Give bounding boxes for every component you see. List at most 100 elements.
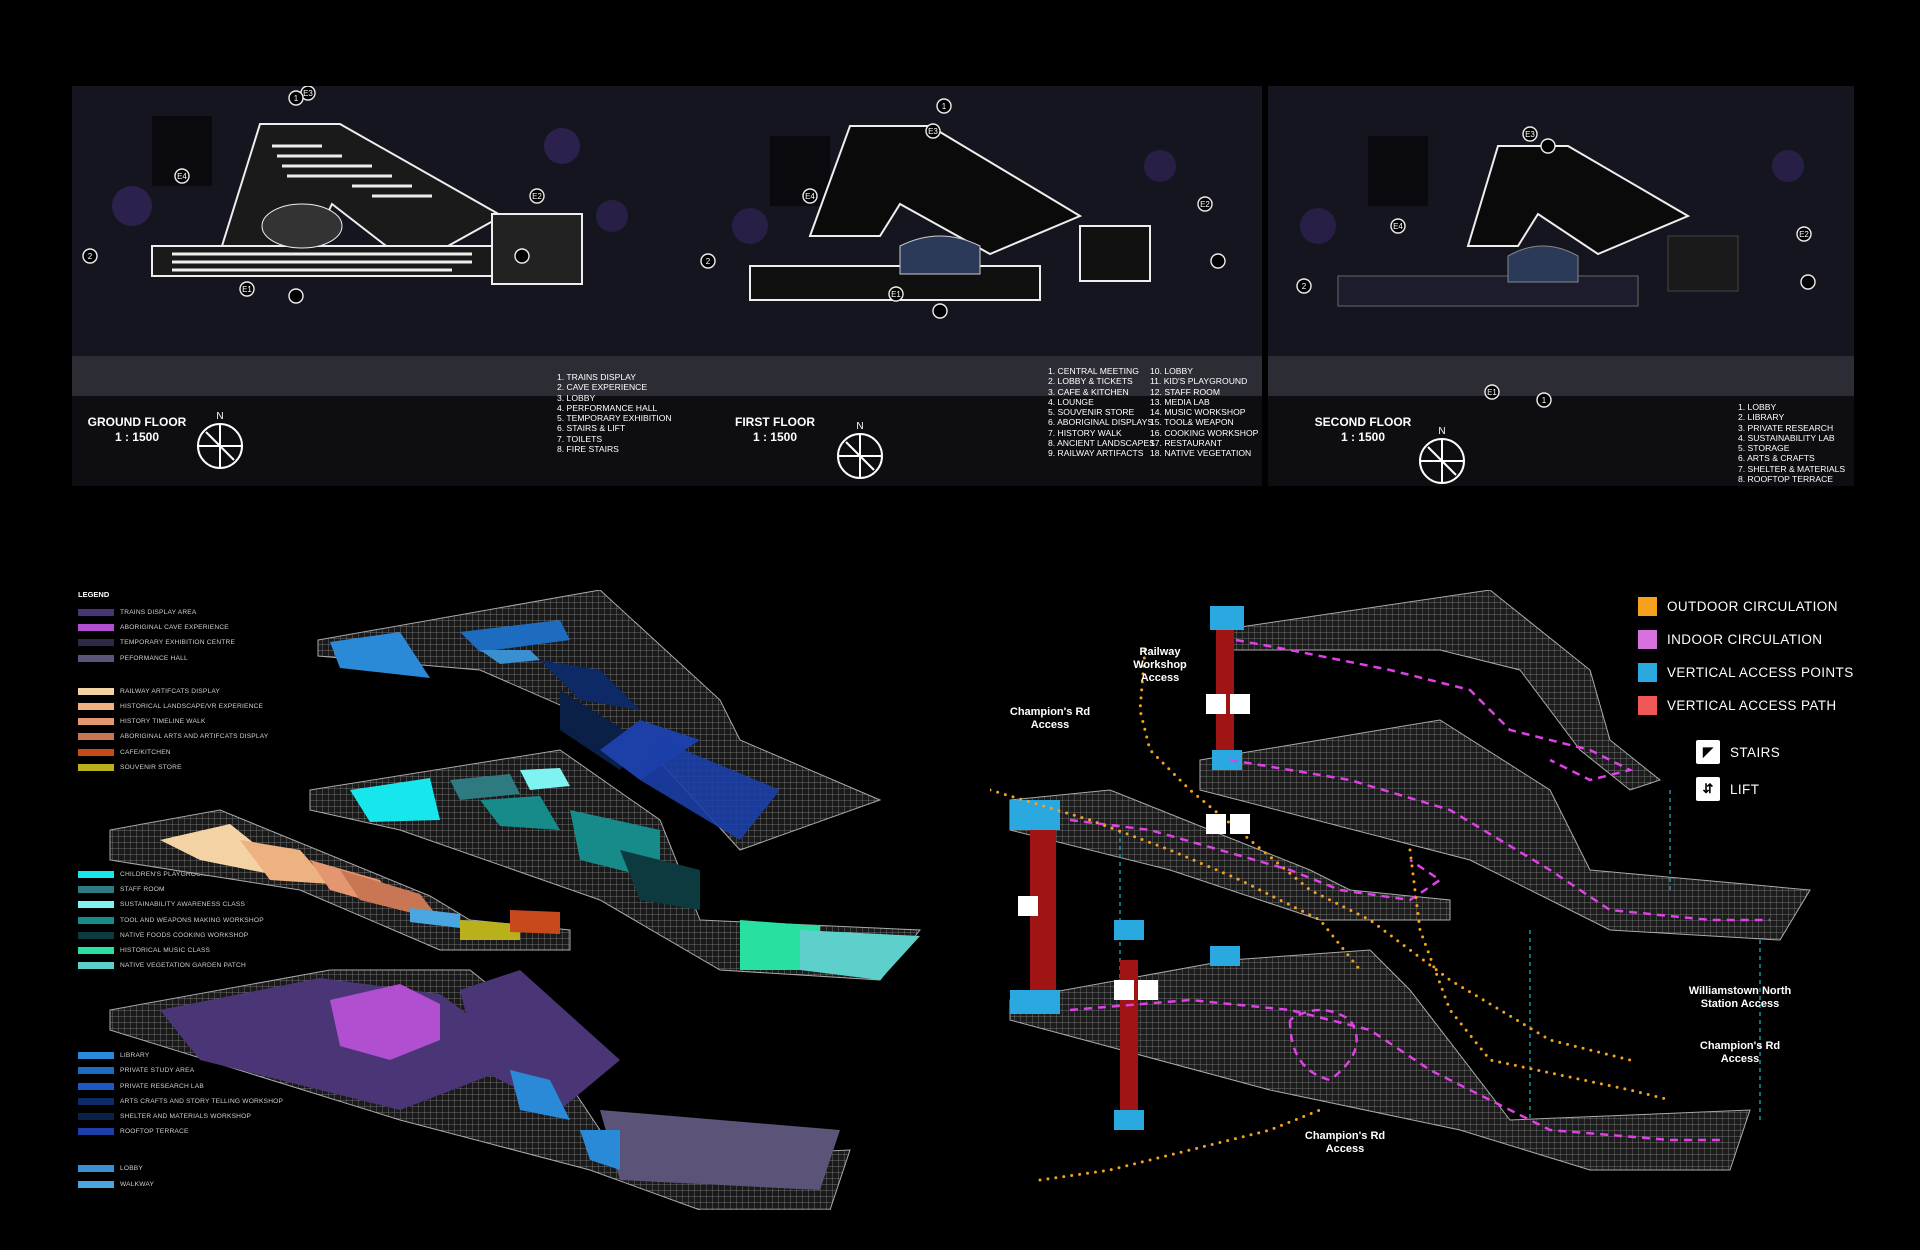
legend-swatch xyxy=(78,931,114,939)
legend-row: ROOFTOP TERRACE xyxy=(78,1124,308,1139)
plan-title-scale: 1 : 1500 xyxy=(752,430,798,444)
access-label-line: Railway xyxy=(1139,646,1181,658)
legend-swatch xyxy=(78,1165,114,1173)
legend-swatch xyxy=(78,687,114,695)
axo-ground-extension xyxy=(109,809,571,951)
legend-item: 3. CAFE & KITCHEN xyxy=(1048,386,1129,397)
plan-mark-e1: E1 xyxy=(242,285,252,294)
legend-item: 11. KID'S PLAYGROUND xyxy=(1150,376,1248,387)
legend-item: 18. NATIVE VEGETATION xyxy=(1150,448,1252,459)
legend-row: WALKWAY xyxy=(78,1177,308,1192)
legend-swatch xyxy=(78,1082,114,1090)
legend-item: 6. ARTS & CRAFTS xyxy=(1738,453,1815,464)
stairs-symbol-legend: ◤ STAIRS xyxy=(1696,740,1780,764)
plan-title: GROUND FLOOR 1 : 1500 xyxy=(82,415,192,445)
legend-item: 6. ABORIGINAL DISPLAYS xyxy=(1048,417,1154,428)
vertical-access-path xyxy=(1120,960,1138,1130)
legend-label: PEFORMANCE HALL xyxy=(120,654,188,662)
legend-label: CHILDREN'S PLAYGROUND AREA xyxy=(120,870,232,878)
legend-item: 10. LOBBY xyxy=(1150,366,1193,376)
legend-label: PRIVATE RESEARCH LAB xyxy=(120,1082,204,1090)
plan-room-legend: 1. TRAINS DISPLAY 2. CAVE EXPERIENCE 3. … xyxy=(557,372,672,454)
legend-swatch xyxy=(78,1067,114,1075)
legend-label: VERTICAL ACCESS POINTS xyxy=(1667,665,1854,680)
legend-item: 13. MEDIA LAB xyxy=(1150,396,1210,407)
legend-swatch xyxy=(78,1052,114,1060)
stairs-lift-marker xyxy=(1018,694,1250,1000)
legend-item: 7. TOILETS xyxy=(557,433,603,444)
legend-item: 5. TEMPORARY EXHIBITION xyxy=(557,413,672,424)
plan-title-floor: SECOND FLOOR xyxy=(1314,415,1412,429)
legend-item: 8. FIRE STAIRS xyxy=(557,444,619,455)
legend-item: 3. LOBBY xyxy=(557,392,596,403)
vertical-access-point xyxy=(1114,1110,1144,1130)
plan-mark-2: 2 xyxy=(706,257,711,266)
plan-title-scale: 1 : 1500 xyxy=(114,430,160,444)
legend-swatch xyxy=(78,1128,114,1136)
access-label-line: Access xyxy=(1030,719,1070,731)
legend-title: LEGEND xyxy=(78,590,110,599)
plan-mark-e2: E2 xyxy=(532,192,542,201)
legend-label: WALKWAY xyxy=(120,1180,155,1188)
legend-item: 7. HISTORY WALK xyxy=(1048,427,1122,438)
circulation-axonometric xyxy=(990,590,1811,1182)
axo-second-floor xyxy=(317,590,882,851)
legend-item: 9. RAILWAY ARTIFACTS xyxy=(1048,448,1144,459)
access-label-line: Station Access xyxy=(1700,998,1780,1010)
legend-item: 5. STORAGE xyxy=(1738,443,1790,454)
legend-swatch xyxy=(1638,663,1657,682)
access-label-line: Champion's Rd xyxy=(1304,1130,1386,1142)
legend-item: 1. TRAINS DISPLAY xyxy=(557,372,636,382)
plan-title: SECOND FLOOR 1 : 1500 xyxy=(1308,415,1418,445)
legend-item: 4. SUSTAINABILITY LAB xyxy=(1738,432,1835,443)
second-floor-drawing: E3 E4 E2 E1 1 2 N xyxy=(1268,126,1854,486)
lift-label: LIFT xyxy=(1730,781,1760,797)
legend-label: SOUVENIR STORE xyxy=(120,763,182,771)
legend-row: TEMPORARY EXHIBITION CENTRE xyxy=(78,635,308,650)
north-arrow-icon xyxy=(197,423,243,469)
access-label-champions-bottom: Champion's Rd Access xyxy=(1295,1130,1395,1156)
access-label-line: Champion's Rd xyxy=(1009,706,1091,718)
circulation-legend-row: VERTICAL ACCESS PATH xyxy=(1638,689,1854,722)
circ-ground-floor xyxy=(1009,949,1751,1171)
legend-swatch xyxy=(78,639,114,647)
axo-first-floor xyxy=(309,749,922,981)
plan-title-floor: GROUND FLOOR xyxy=(87,415,187,429)
access-label-railway-workshop: Railway Workshop Access xyxy=(1120,646,1200,685)
legend-item: 8. ROOFTOP TERRACE xyxy=(1738,474,1834,485)
program-axonometric xyxy=(109,590,922,1210)
legend-row: STAFF ROOM xyxy=(78,882,308,897)
legend-row: ABORIGINAL ARTS AND ARTIFCATS DISPLAY xyxy=(78,729,308,744)
legend-row: LIBRARY xyxy=(78,1048,308,1063)
legend-label: LIBRARY xyxy=(120,1052,150,1060)
north-arrow-icon xyxy=(837,433,883,479)
vertical-access-point xyxy=(1010,800,1060,830)
access-label-line: Access xyxy=(1720,1053,1760,1065)
legend-swatch xyxy=(78,870,114,878)
legend-label: SHELTER AND MATERIALS WORKSHOP xyxy=(120,1113,252,1121)
legend-label: TRAINS DISPLAY AREA xyxy=(120,609,197,617)
legend-row: NATIVE VEGETATION GARDEN PATCH xyxy=(78,958,308,973)
legend-row: NATIVE FOODS COOKING WORKSHOP xyxy=(78,928,308,943)
second-floor-plan: E3 E4 E2 E1 1 2 N SECOND FLOOR 1 : 1500 … xyxy=(1268,86,1854,486)
plan-mark-2: 2 xyxy=(1302,282,1307,291)
legend-row: TOOL AND WEAPONS MAKING WORKSHOP xyxy=(78,912,308,927)
legend-label: HISTORICAL LANDSCAPE/VR EXPERIENCE xyxy=(120,703,264,711)
legend-label: TOOL AND WEAPONS MAKING WORKSHOP xyxy=(120,916,264,924)
stairs-label: STAIRS xyxy=(1730,744,1781,760)
legend-row: SUSTAINABILITY AWARENESS CLASS xyxy=(78,897,308,912)
legend-row: PRIVATE RESEARCH LAB xyxy=(78,1079,308,1094)
legend-swatch xyxy=(78,962,114,970)
legend-label: NATIVE FOODS COOKING WORKSHOP xyxy=(120,931,249,939)
legend-swatch xyxy=(78,1113,114,1121)
legend-label: RAILWAY ARTIFCATS DISPLAY xyxy=(120,687,221,695)
circulation-legend: OUTDOOR CIRCULATION INDOOR CIRCULATION V… xyxy=(1638,590,1854,722)
plan-mark-1: 1 xyxy=(1542,396,1547,405)
vertical-access-point xyxy=(1114,920,1144,940)
access-label-champions-right: Champion's Rd Access xyxy=(1690,1040,1790,1066)
circ-second-floor xyxy=(1219,590,1662,791)
legend-swatch xyxy=(78,609,114,617)
legend-label: INDOOR CIRCULATION xyxy=(1667,632,1823,647)
legend-swatch xyxy=(78,733,114,741)
legend-swatch xyxy=(78,916,114,924)
